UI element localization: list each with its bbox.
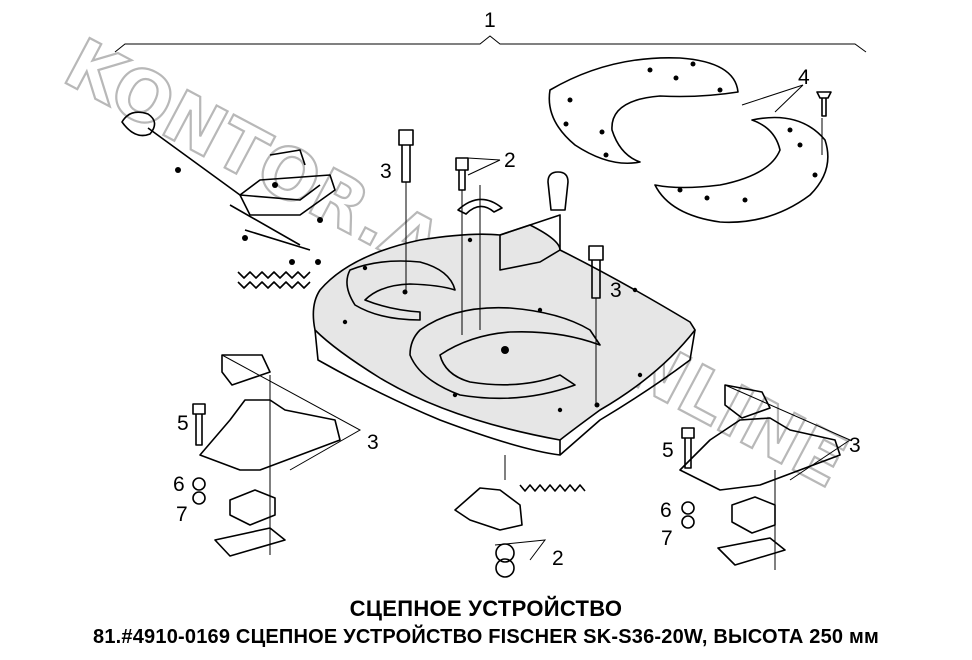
bracket-left-mount: [214, 489, 286, 557]
coupling-throat: [409, 306, 601, 400]
washer-7-left: [192, 491, 206, 505]
diagram-subtitle: 81.#4910-0169 СЦЕПНОЕ УСТРОЙСТВО FISCHER…: [93, 626, 879, 648]
release-lever-assembly: [121, 111, 336, 289]
bolt-right: [588, 245, 604, 299]
callout-2-top: 2: [504, 149, 516, 172]
bolt-left: [398, 129, 414, 183]
washer-bottom: [495, 558, 515, 578]
bracket-right: [679, 384, 852, 570]
diagram-title: СЦЕПНОЕ УСТРОЙСТВО: [349, 596, 623, 621]
bracket-left: [192, 354, 362, 557]
callout-6-right: 6: [660, 499, 672, 522]
bracket-left-pad: [221, 354, 271, 386]
countersunk-screw: [816, 91, 832, 117]
callout-7-left: 7: [176, 503, 188, 526]
lever-plate: [239, 174, 336, 216]
spring-left-2: [237, 281, 311, 289]
bracket-right-body: [679, 417, 841, 491]
release-rod: [147, 127, 321, 201]
lock-jaw-assembly: [454, 455, 586, 578]
spring-left: [237, 271, 311, 279]
plate-edge-right: [559, 329, 696, 456]
callout-1: 1: [484, 9, 496, 32]
wear-plate-upper: [548, 56, 739, 165]
coupling-pin: [547, 171, 569, 211]
wear-plate-lower: [654, 116, 829, 224]
callout-3-top-right: 3: [610, 279, 622, 302]
wear-plates: [548, 56, 832, 224]
callout-5-right: 5: [662, 439, 674, 462]
bolt-5-right: [681, 427, 695, 469]
callout-6-left: 6: [173, 473, 185, 496]
callout-3-left: 3: [367, 431, 379, 454]
callout-4: 4: [798, 66, 810, 89]
nut-6-left: [192, 477, 206, 491]
callout-2-bottom: 2: [552, 547, 564, 570]
callout-3-right: 3: [849, 434, 861, 457]
handle-grip: [121, 111, 156, 137]
bracket-left-body: [199, 399, 341, 471]
half-ring: [457, 198, 503, 215]
callout-5-left: 5: [177, 412, 189, 435]
bolts: [398, 129, 604, 405]
linkage-arm: [229, 149, 311, 251]
assembly-bracket: [114, 35, 867, 53]
lock-jaw: [454, 487, 523, 531]
housing-block: [499, 214, 561, 271]
plate-edge: [314, 329, 561, 456]
callout-7-right: 7: [661, 527, 673, 550]
bolt-small-top: [455, 157, 469, 191]
bolt-5-left: [192, 403, 206, 446]
plate-slot: [346, 260, 456, 321]
nut-6-right: [681, 501, 695, 515]
spring-bottom: [519, 484, 586, 492]
exploded-parts-diagram: KONTOR.ACAT.ONLINE: [51, 9, 867, 578]
washer-7-right: [681, 515, 695, 529]
callout-3-top-left: 3: [380, 160, 392, 183]
callouts: 1 2 2 3 3 3 3 4 5 5 6 6 7 7: [173, 9, 861, 570]
bracket-right-pad: [724, 384, 771, 419]
